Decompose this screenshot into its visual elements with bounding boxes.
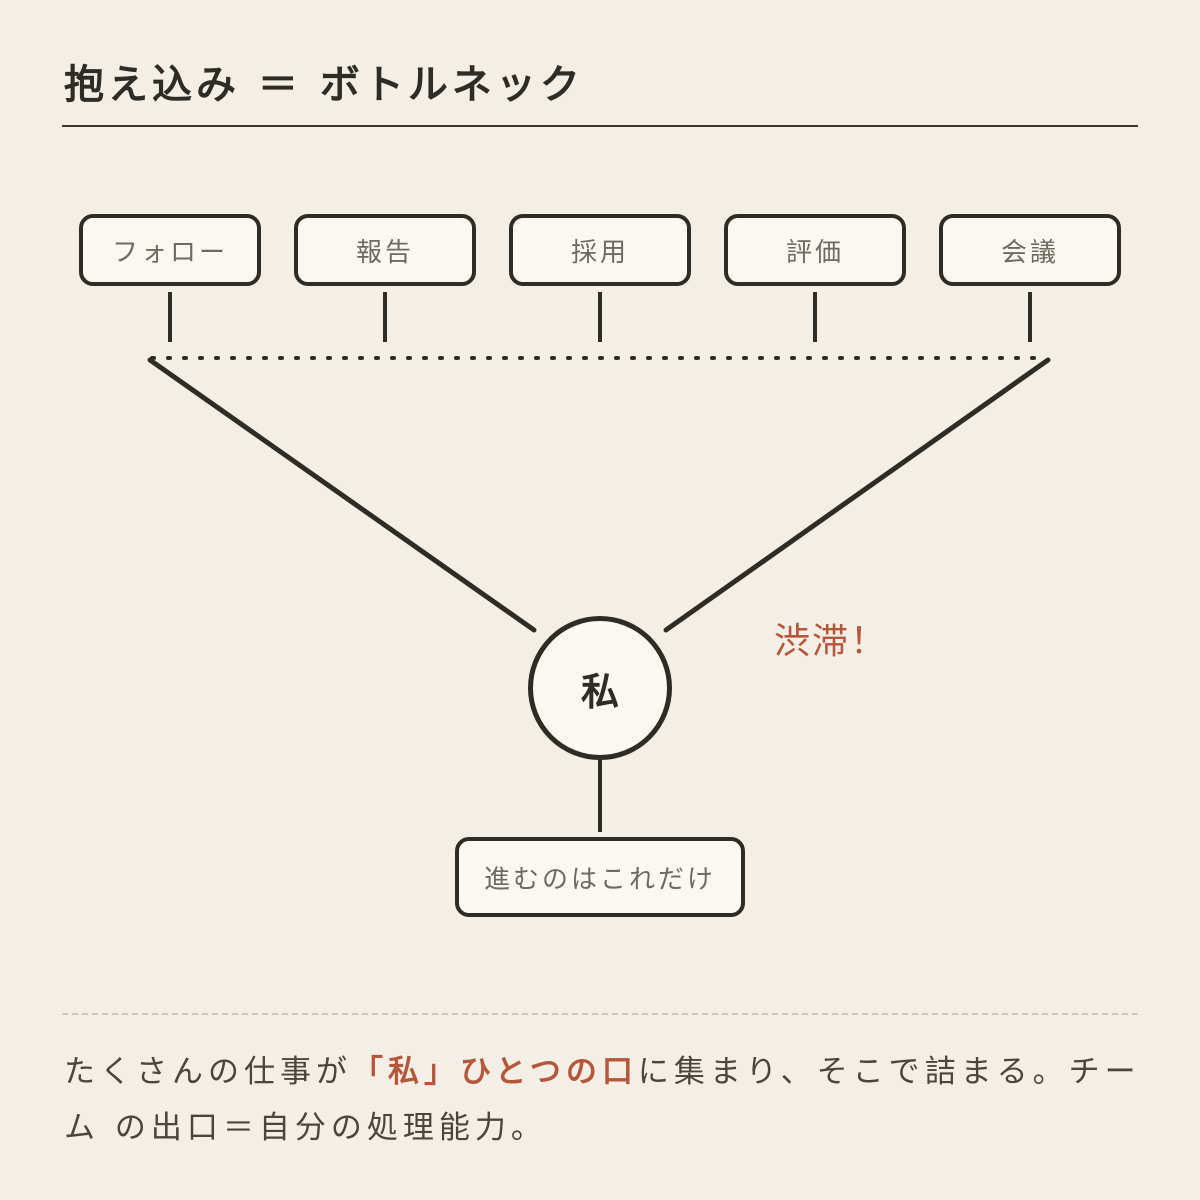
caption-divider	[62, 1013, 1138, 1015]
task-box-hiring: 採用	[509, 214, 691, 286]
congestion-label: 渋滞！	[774, 621, 889, 662]
bottleneck-diagram	[147, 292, 1051, 832]
funnel-right-line	[663, 357, 1051, 633]
task-box-meeting: 会議	[939, 214, 1121, 286]
caption-highlight: 「私」ひとつの口	[352, 1054, 638, 1090]
me-node: 私	[528, 616, 672, 760]
task-box-follow: フォロー	[79, 214, 261, 286]
funnel-left-line	[147, 357, 537, 633]
title-divider	[62, 125, 1138, 127]
output-box: 進むのはこれだけ	[455, 837, 745, 917]
caption-text: たくさんの仕事が「私」ひとつの口に集まり、そこで詰まる。チーム の出口＝自分の処…	[64, 1044, 1144, 1156]
task-box-report: 報告	[294, 214, 476, 286]
task-box-evaluation: 評価	[724, 214, 906, 286]
caption-part-2: に集まり、そこで詰まる。チーム の出口＝自分の処理能力。	[64, 1054, 1141, 1146]
caption-part-1: たくさんの仕事が	[64, 1054, 352, 1090]
page-title: 抱え込み ＝ ボトルネック	[64, 62, 584, 108]
